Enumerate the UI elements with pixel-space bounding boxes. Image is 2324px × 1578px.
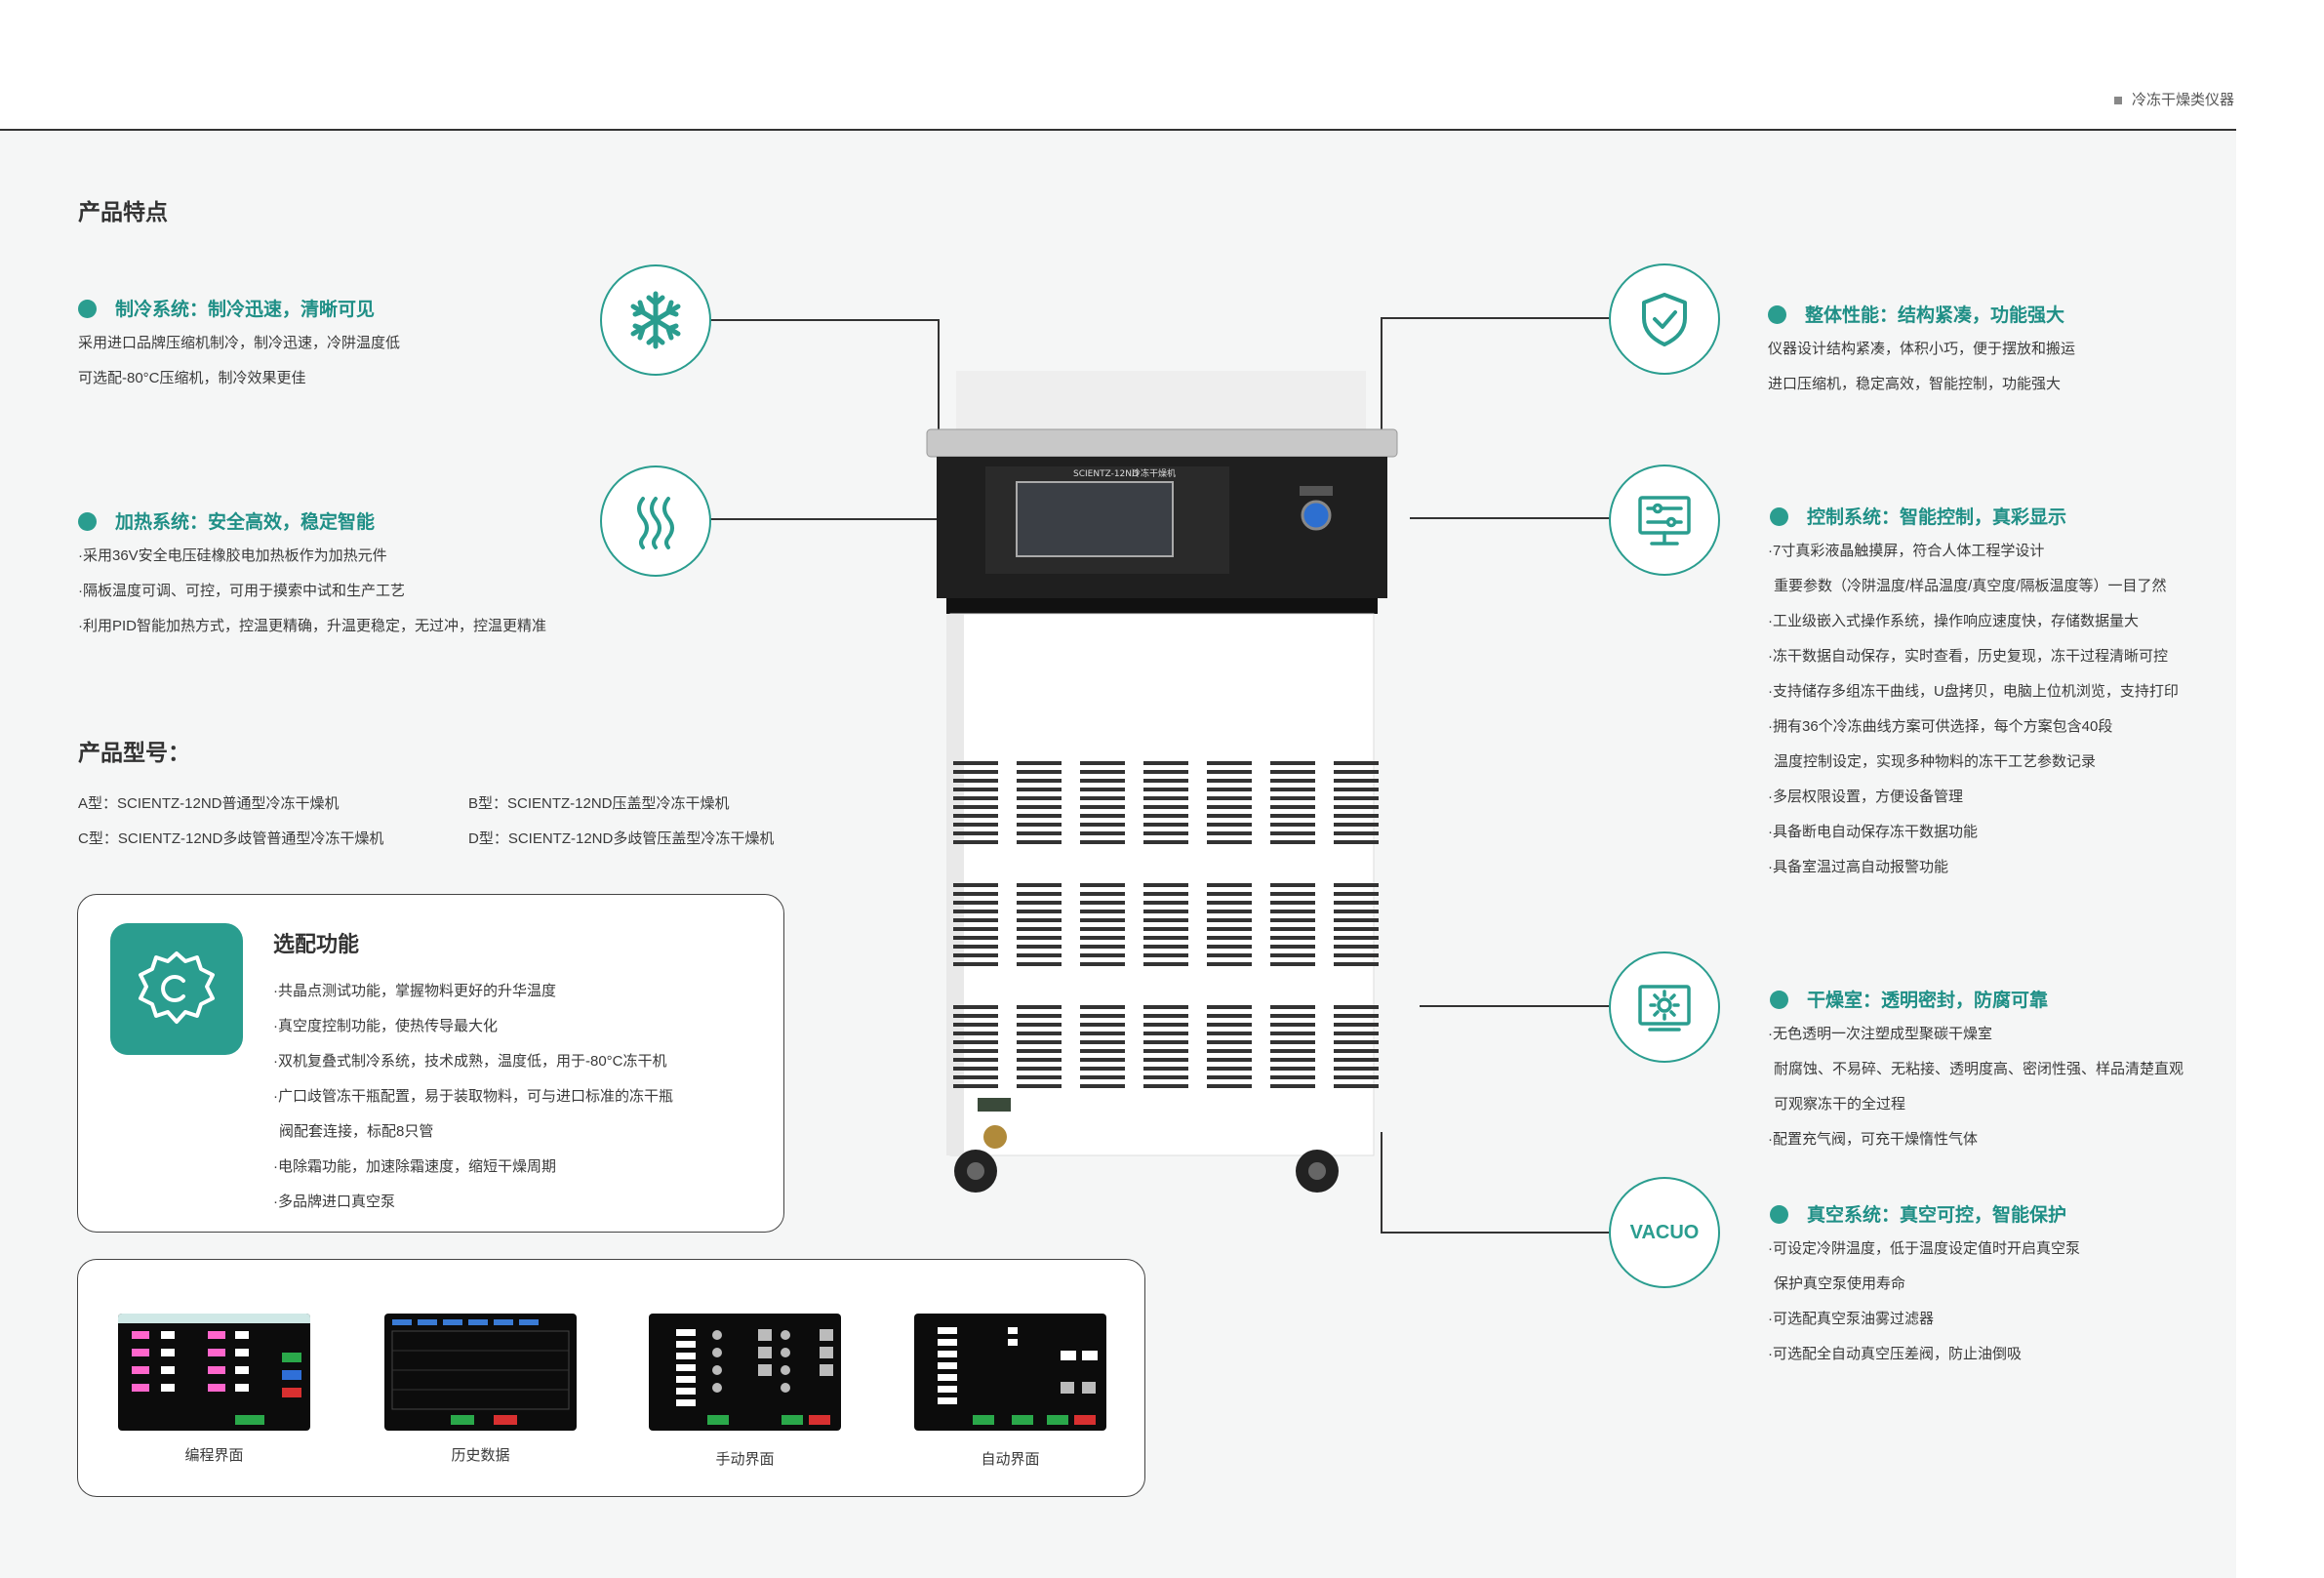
model-b: B型：SCIENTZ-12ND压盖型冷冻干燥机 xyxy=(468,795,730,812)
options-title: 选配功能 xyxy=(273,932,360,956)
history-data-caption: 历史数据 xyxy=(451,1447,510,1464)
auto-screen-thumbnail xyxy=(914,1314,1106,1431)
feature-heating-heading: 加热系统：安全高效，稳定智能 xyxy=(78,507,375,534)
connector-line xyxy=(709,319,940,321)
history-data-screen-thumbnail xyxy=(384,1314,577,1431)
gear-icon xyxy=(110,923,243,1055)
connector-line xyxy=(1381,317,1382,434)
connector-line xyxy=(1410,517,1611,519)
feature-chamber-text: ·无色透明一次注塑成型聚碳干燥室耐腐蚀、不易碎、无粘接、透明度高、密闭性强、样品… xyxy=(1768,1026,2184,1148)
model-d: D型：SCIENTZ-12ND多歧管压盖型冷冻干燥机 xyxy=(468,830,775,847)
connector-line xyxy=(1420,1005,1611,1007)
heat-waves-icon xyxy=(600,465,711,577)
feature-heating-text: ·采用36V安全电压硅橡胶电加热板作为加热元件·隔板温度可调、可控，可用于摸索中… xyxy=(78,547,547,634)
chamber-icon xyxy=(1609,951,1720,1063)
feature-performance-text: 仪器设计结构紧凑，体积小巧，便于摆放和搬运进口压缩机，稳定高效，智能控制，功能强… xyxy=(1768,341,2076,392)
feature-refrigeration-heading: 制冷系统：制冷迅速，清晰可见 xyxy=(78,295,375,321)
model-c: C型：SCIENTZ-12ND多歧管普通型冷冻干燥机 xyxy=(78,830,384,847)
connector-line xyxy=(1381,317,1611,319)
monitor-settings-icon xyxy=(1609,465,1720,576)
manual-screen-thumbnail xyxy=(649,1314,841,1431)
snowflake-icon xyxy=(600,264,711,376)
programming-screen-thumbnail xyxy=(118,1314,310,1431)
vacuum-icon: VACUO xyxy=(1609,1177,1720,1288)
auto-screen-caption: 自动界面 xyxy=(981,1451,1040,1468)
feature-control-heading: 控制系统：智能控制，真彩显示 xyxy=(1770,503,2066,529)
page-title: 产品特点 xyxy=(78,199,168,224)
feature-control-text: ·7寸真彩液晶触摸屏，符合人体工程学设计重要参数（冷阱温度/样品温度/真空度/隔… xyxy=(1768,543,2179,875)
models-title: 产品型号： xyxy=(78,740,190,765)
feature-refrigeration-text: 采用进口品牌压缩机制冷，制冷迅速，冷阱温度低可选配-80°C压缩机，制冷效果更佳 xyxy=(78,335,401,386)
shield-check-icon xyxy=(1609,263,1720,375)
vent-slots xyxy=(953,761,1379,1088)
connector-line xyxy=(1381,1132,1382,1234)
model-a: A型：SCIENTZ-12ND普通型冷冻干燥机 xyxy=(78,795,340,812)
category-label: 冷冻干燥类仪器 xyxy=(2113,89,2234,109)
header-rule xyxy=(0,129,2236,131)
device-name-label: 冷冻干燥机 xyxy=(1132,467,1176,479)
device-model-label: SCIENTZ-12ND xyxy=(1073,469,1139,479)
feature-vacuum-text: ·可设定冷阱温度，低于温度设定值时开启真空泵保护真空泵使用寿命·可选配真空泵油雾… xyxy=(1768,1240,2080,1362)
programming-screen-caption: 编程界面 xyxy=(184,1447,244,1464)
manual-screen-caption: 手动界面 xyxy=(715,1451,775,1468)
feature-vacuum-heading: 真空系统：真空可控，智能保护 xyxy=(1770,1200,2066,1227)
connector-line xyxy=(709,518,967,520)
options-text: ·共晶点测试功能，掌握物料更好的升华温度·真空度控制功能，使热传导最大化·双机复… xyxy=(273,983,673,1210)
feature-performance-heading: 整体性能：结构紧凑，功能强大 xyxy=(1768,301,2064,327)
freeze-dryer-device: SCIENTZ-12ND 冷冻干燥机 xyxy=(907,371,1415,1210)
feature-chamber-heading: 干燥室：透明密封，防腐可靠 xyxy=(1770,986,2048,1012)
connector-line xyxy=(938,319,940,434)
connector-line xyxy=(1381,1232,1611,1234)
